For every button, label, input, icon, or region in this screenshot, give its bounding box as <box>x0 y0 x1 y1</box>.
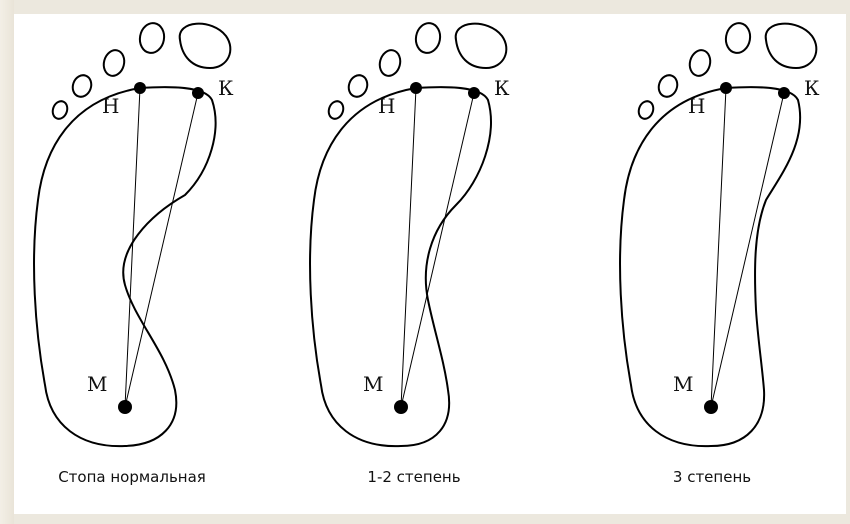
caption-degree-1-2: 1-2 степень <box>367 468 461 486</box>
point-n <box>410 82 422 94</box>
label-m: М <box>363 372 383 396</box>
label-m: М <box>673 372 693 396</box>
foot-outline <box>33 86 217 448</box>
big-toe <box>178 22 232 70</box>
point-k <box>192 87 204 99</box>
toe-4 <box>657 74 679 98</box>
point-k <box>468 87 480 99</box>
foot-diagram-normal: Н К М <box>33 22 234 448</box>
big-toe <box>454 22 508 70</box>
label-m: М <box>87 372 107 396</box>
point-m <box>118 400 132 414</box>
foot-outline <box>309 86 492 448</box>
label-n: Н <box>102 94 119 118</box>
toe-5 <box>51 100 69 120</box>
toe-2 <box>138 22 166 54</box>
label-k: К <box>804 76 820 100</box>
toe-2 <box>414 22 442 54</box>
line-m-k <box>124 92 199 408</box>
caption-degree-3: 3 степень <box>672 468 752 486</box>
caption-normal: Стопа нормальная <box>58 468 206 486</box>
point-m <box>704 400 718 414</box>
point-m <box>394 400 408 414</box>
big-toe <box>764 22 818 70</box>
label-n: Н <box>688 94 705 118</box>
toe-3 <box>378 49 402 77</box>
point-n <box>134 82 146 94</box>
toe-2 <box>724 22 752 54</box>
line-m-n <box>710 87 727 408</box>
label-k: К <box>494 76 510 100</box>
diagram-panel <box>14 14 846 514</box>
toe-3 <box>102 49 126 77</box>
foot-outline <box>619 86 802 448</box>
label-k: К <box>218 76 234 100</box>
line-m-n <box>124 87 141 408</box>
line-m-k <box>710 92 785 408</box>
point-k <box>778 87 790 99</box>
point-n <box>720 82 732 94</box>
foot-diagram-degree-3: Н К М <box>619 22 820 448</box>
left-edge-strip <box>0 0 14 524</box>
toe-5 <box>637 100 655 120</box>
toe-4 <box>347 74 369 98</box>
toe-3 <box>688 49 712 77</box>
foot-diagram-degree-1-2: Н К М <box>309 22 510 448</box>
line-m-n <box>400 87 417 408</box>
line-m-k <box>400 92 475 408</box>
toe-5 <box>327 100 345 120</box>
toe-4 <box>71 74 93 98</box>
label-n: Н <box>378 94 395 118</box>
